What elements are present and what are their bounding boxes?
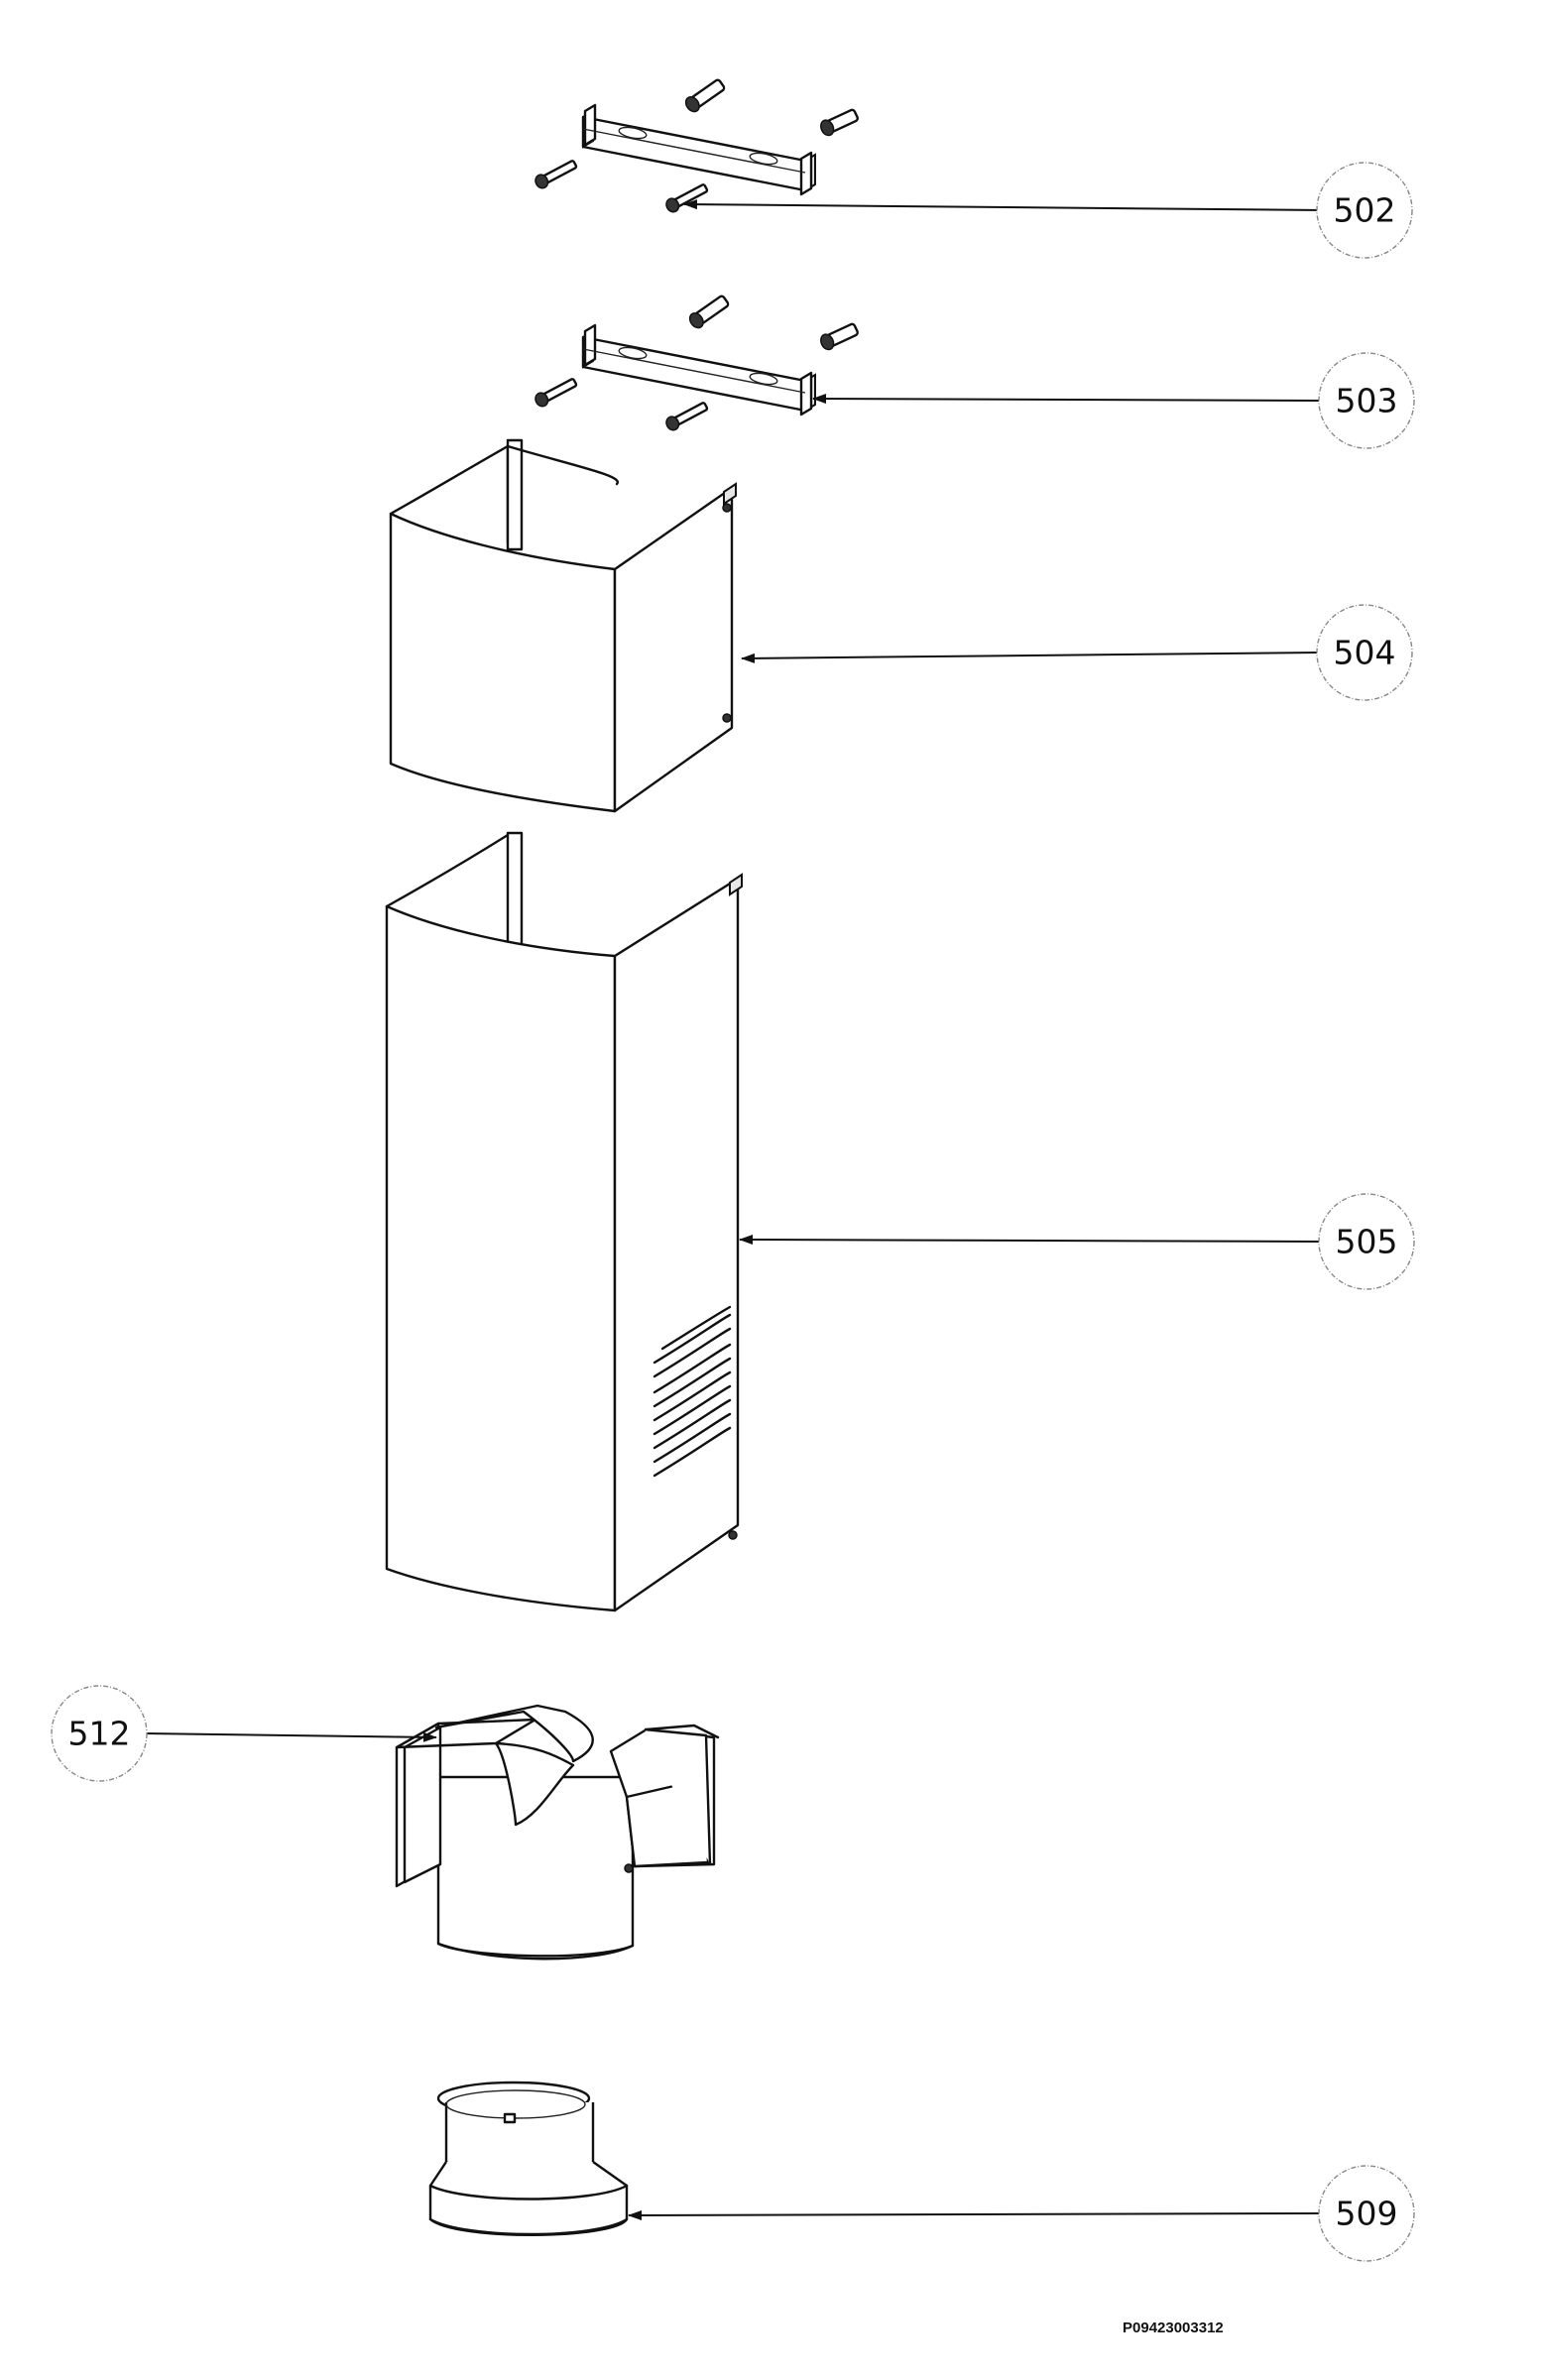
callout-505-label: 505: [1336, 1223, 1398, 1261]
part-512-duct-adapter: [395, 1704, 720, 1961]
callout-504-label: 504: [1334, 634, 1396, 672]
callout-505: 505: [1318, 1193, 1415, 1290]
part-504-upper-chimney: [389, 438, 737, 813]
leader-509: [628, 2209, 1322, 2220]
part-503-screws: [534, 295, 859, 431]
part-502-screws: [534, 78, 859, 213]
drawing-code: P09423003312: [1123, 2320, 1224, 2336]
callout-503-label: 503: [1336, 382, 1398, 420]
leader-503: [812, 394, 1326, 405]
callout-502-label: 502: [1334, 191, 1396, 230]
part-503-bracket: [581, 323, 816, 416]
vent-grille: [653, 1305, 732, 1478]
callout-503: 503: [1318, 352, 1415, 449]
leader-505: [739, 1235, 1322, 1246]
callout-504: 504: [1316, 604, 1413, 701]
part-509-reducer: [428, 2081, 629, 2236]
leader-502: [683, 199, 1326, 211]
leader-504: [741, 652, 1320, 663]
callout-509-label: 509: [1336, 2195, 1398, 2233]
callout-502: 502: [1316, 162, 1413, 259]
callout-512-label: 512: [68, 1715, 131, 1753]
part-502-bracket: [581, 103, 816, 196]
callout-509: 509: [1318, 2165, 1415, 2262]
part-505-lower-chimney: [385, 831, 743, 1612]
leader-512: [144, 1731, 437, 1742]
callout-512: 512: [51, 1685, 148, 1782]
